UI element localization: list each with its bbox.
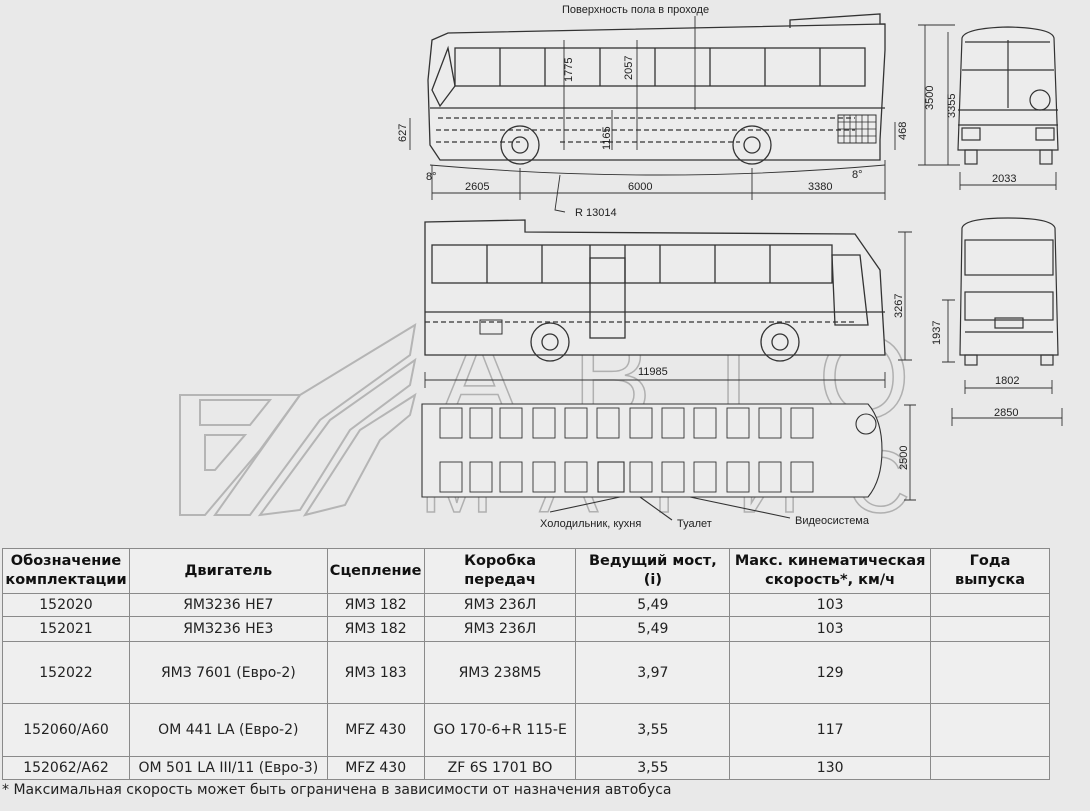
dimension-468: 468 [897, 122, 909, 140]
seat-row-top [439, 407, 814, 439]
cell-clutch: ЯМЗ 182 [326, 593, 425, 617]
cell-gearbox: ZF 6S 1701 BO [423, 756, 577, 780]
dimension-1165: 1165 [601, 126, 613, 150]
dimension-3355: 3355 [946, 94, 958, 118]
footnote: * Максимальная скорость может быть огран… [2, 782, 672, 798]
dimension-lines-top [409, 16, 1057, 213]
cell-years [930, 593, 1050, 617]
header-clutch: Сцепление [326, 548, 425, 594]
cell-clutch: MFZ 430 [326, 703, 425, 757]
toilet-label: Туалет [677, 518, 712, 530]
dimension-2605: 2605 [465, 181, 489, 193]
bus-front-view [957, 26, 1059, 165]
header-drive-axle: Ведущий мост, (i) [575, 548, 731, 594]
cell-axle: 3,55 [575, 703, 731, 757]
cell-config: 152022 [2, 641, 130, 704]
cell-axle: 3,55 [575, 756, 731, 780]
dimension-3267: 3267 [893, 294, 905, 318]
dimension-3380: 3380 [808, 181, 832, 193]
header-years: Года выпуска [930, 548, 1050, 594]
dimension-1775: 1775 [563, 58, 575, 82]
bus-side-view-top [427, 13, 886, 165]
table-row: 152060/А60 OM 441 LA (Евро-2) MFZ 430 GO… [2, 703, 1050, 757]
cell-axle: 5,49 [575, 593, 731, 617]
cell-speed: 103 [729, 593, 932, 617]
bus-side-view-bottom [424, 219, 886, 362]
angle-rear: 8° [852, 169, 863, 181]
cell-axle: 3,97 [575, 641, 731, 704]
bus-technical-drawing: АВТО МАТИС Поверхность пола в проходе 62… [179, 4, 1063, 532]
cell-gearbox: GO 170-6+R 115-E [423, 703, 577, 757]
cell-config: 152020 [2, 593, 130, 617]
cell-speed: 117 [729, 703, 932, 757]
header-engine: Двигатель [128, 548, 328, 594]
cell-gearbox: ЯМЗ 238М5 [423, 641, 577, 704]
cell-config: 152062/А62 [2, 756, 130, 780]
floor-surface-label: Поверхность пола в проходе [562, 4, 709, 16]
table-row: 152022 ЯМЗ 7601 (Евро-2) ЯМЗ 183 ЯМЗ 238… [2, 641, 1050, 704]
cell-engine: ЯМЗ236 НЕ3 [128, 616, 328, 642]
cell-config: 152021 [2, 616, 130, 642]
table-row: 152062/А62 OM 501 LA III/11 (Евро-3) MFZ… [2, 756, 1050, 780]
bus-rear-view [959, 217, 1059, 366]
cell-engine: OM 441 LA (Евро-2) [128, 703, 328, 757]
cell-gearbox: ЯМЗ 236Л [423, 616, 577, 642]
bus-floor-plan [421, 403, 883, 521]
cell-years [930, 703, 1050, 757]
dimension-6000: 6000 [628, 181, 652, 193]
cell-years [930, 641, 1050, 704]
dimension-627: 627 [397, 124, 409, 142]
cell-axle: 5,49 [575, 616, 731, 642]
table-row: 152021 ЯМЗ236 НЕ3 ЯМЗ 182 ЯМЗ 236Л 5,49 … [2, 616, 1050, 642]
cell-speed: 130 [729, 756, 932, 780]
cell-engine: ЯМЗ236 НЕ7 [128, 593, 328, 617]
cell-engine: ЯМЗ 7601 (Евро-2) [128, 641, 328, 704]
cell-speed: 103 [729, 616, 932, 642]
cell-speed: 129 [729, 641, 932, 704]
dimension-2850: 2850 [994, 407, 1018, 419]
cell-engine: OM 501 LA III/11 (Евро-3) [128, 756, 328, 780]
cell-clutch: ЯМЗ 182 [326, 616, 425, 642]
seat-row-bottom [439, 461, 814, 493]
dimension-2033: 2033 [992, 173, 1016, 185]
table-row: 152020 ЯМЗ236 НЕ7 ЯМЗ 182 ЯМЗ 236Л 5,49 … [2, 593, 1050, 617]
cell-clutch: MFZ 430 [326, 756, 425, 780]
fridge-kitchen-label: Холодильник, кухня [540, 518, 641, 530]
angle-front: 8° [426, 171, 437, 183]
dimension-lines-bottom [424, 231, 1063, 501]
cell-years [930, 756, 1050, 780]
cell-clutch: ЯМЗ 183 [326, 641, 425, 704]
cell-years [930, 616, 1050, 642]
dimension-2057: 2057 [623, 56, 635, 80]
header-gearbox: Коробка передач [423, 548, 577, 594]
dimension-3500: 3500 [924, 86, 936, 110]
cell-gearbox: ЯМЗ 236Л [423, 593, 577, 617]
watermark-logo [179, 323, 417, 517]
cell-config: 152060/А60 [2, 703, 130, 757]
radius-label: R 13014 [575, 207, 617, 219]
video-system-label: Видеосистема [795, 515, 870, 527]
dimension-11985: 11985 [638, 366, 668, 378]
dimension-1937: 1937 [931, 321, 943, 345]
dimension-2500: 2500 [898, 446, 910, 470]
dimension-1802: 1802 [995, 375, 1019, 387]
